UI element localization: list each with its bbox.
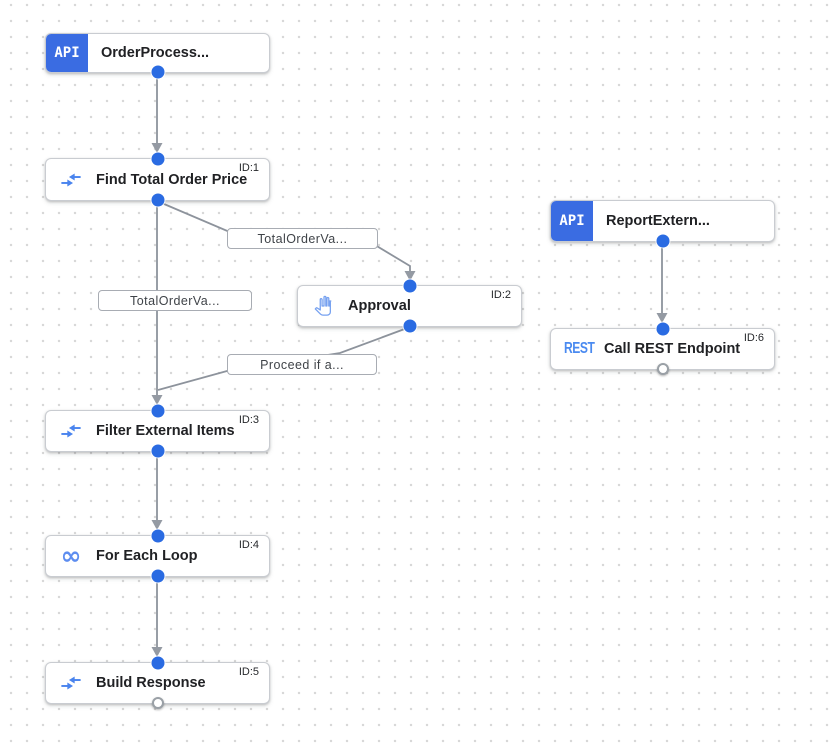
- node-id-label: ID:3: [238, 414, 259, 426]
- edge-label-total-order-to-approval[interactable]: TotalOrderVa...: [227, 228, 378, 249]
- api-trigger-badge: API: [551, 201, 593, 241]
- arrowhead-icon: [404, 271, 416, 281]
- arrowhead-icon: [151, 143, 163, 153]
- output-port[interactable]: [151, 65, 164, 79]
- node-call-rest-endpoint[interactable]: REST Call REST Endpoint ID:6: [550, 322, 775, 375]
- node-title: ReportExtern...: [606, 213, 710, 229]
- input-port[interactable]: [151, 656, 164, 670]
- node-title: OrderProcess...: [101, 45, 209, 61]
- data-mapping-icon: [59, 419, 83, 443]
- for-each-loop-icon: ∞: [60, 541, 82, 570]
- input-port[interactable]: [151, 404, 164, 418]
- input-port[interactable]: [151, 529, 164, 543]
- node-title: Approval: [348, 298, 411, 314]
- node-title: Build Response: [96, 675, 206, 691]
- output-port[interactable]: [656, 234, 669, 248]
- node-build-response[interactable]: Build Response ID:5: [45, 656, 270, 709]
- node-id-label: ID:2: [490, 289, 511, 301]
- edge-label-proceed-if-approved[interactable]: Proceed if a...: [227, 354, 377, 375]
- node-filter-external-items[interactable]: Filter External Items ID:3: [45, 404, 270, 458]
- node-order-process-trigger[interactable]: API OrderProcess...: [45, 33, 270, 79]
- output-port[interactable]: [151, 444, 164, 458]
- arrowhead-icon: [151, 520, 163, 530]
- output-port[interactable]: [151, 569, 164, 583]
- node-approval[interactable]: Approval ID:2: [297, 279, 522, 333]
- api-trigger-badge: API: [46, 34, 88, 72]
- arrowhead-icon: [151, 395, 163, 405]
- node-id-label: ID:1: [238, 162, 259, 174]
- arrowhead-icon: [656, 313, 668, 323]
- input-port[interactable]: [151, 152, 164, 166]
- node-title: Find Total Order Price: [96, 171, 248, 188]
- data-mapping-icon: [59, 168, 83, 192]
- input-port[interactable]: [656, 322, 669, 336]
- node-title: Call REST Endpoint: [604, 341, 741, 357]
- rest-task-icon: REST: [564, 340, 595, 357]
- output-port-open[interactable]: [151, 697, 164, 709]
- output-port[interactable]: [403, 319, 416, 333]
- node-id-label: ID:6: [743, 332, 764, 344]
- pan-tool-icon: [311, 294, 335, 318]
- input-port[interactable]: [403, 279, 416, 293]
- output-port[interactable]: [151, 193, 164, 207]
- node-for-each-loop[interactable]: ∞ For Each Loop ID:4: [45, 529, 270, 583]
- edge-label-total-order-to-filter[interactable]: TotalOrderVa...: [98, 290, 252, 311]
- node-title: Filter External Items: [96, 423, 235, 439]
- data-mapping-icon: [59, 671, 83, 695]
- node-find-total-order-price[interactable]: Find Total Order Price ID:1: [45, 152, 270, 207]
- node-id-label: ID:4: [238, 539, 259, 551]
- node-id-label: ID:5: [238, 666, 259, 678]
- node-title: For Each Loop: [96, 548, 198, 564]
- arrowhead-icon: [151, 647, 163, 657]
- output-port-open[interactable]: [656, 363, 669, 375]
- node-report-extern-trigger[interactable]: API ReportExtern...: [550, 200, 775, 248]
